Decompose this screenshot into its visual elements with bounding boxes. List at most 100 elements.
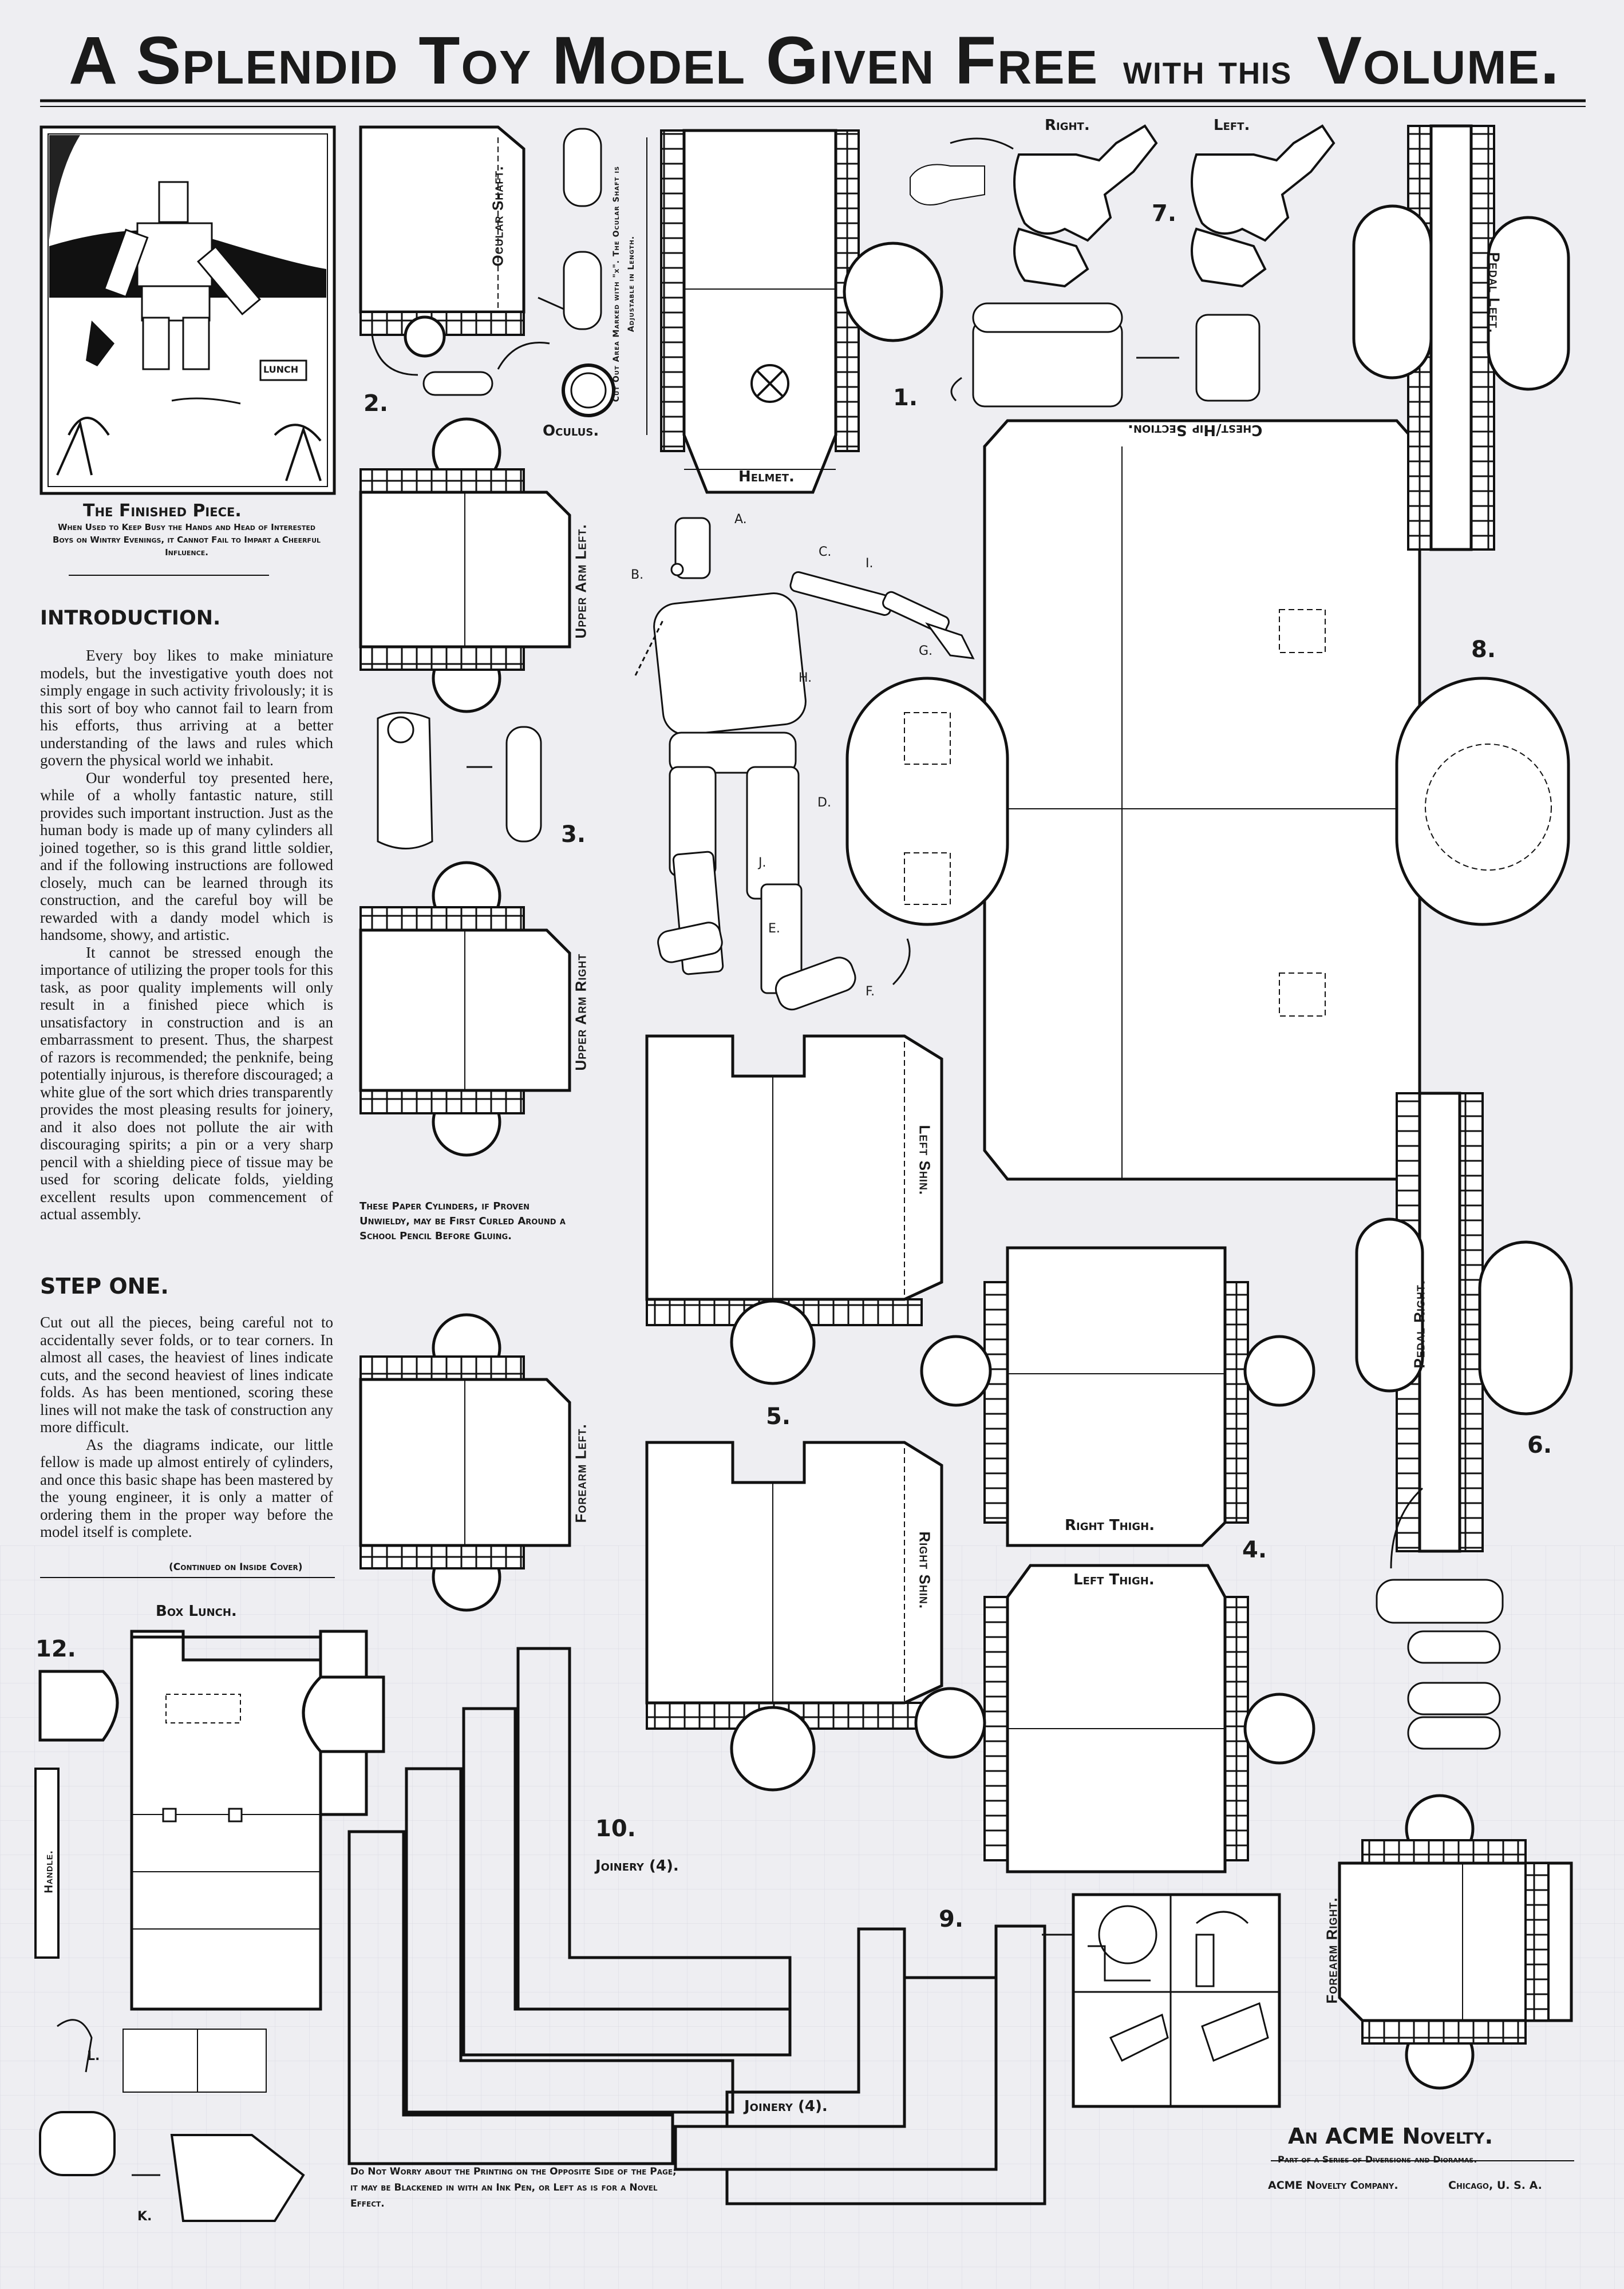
assembly-diagram [634, 517, 975, 1011]
label-ocular-shaft: Ocular Shaft. [489, 164, 507, 267]
piece-joinery-9 [674, 1924, 1046, 2205]
left-shin-text: Left Shin. [916, 1125, 934, 1196]
diagram-letter-b: B. [631, 568, 644, 582]
label-handle: Handle. [42, 1831, 56, 1893]
diagram-letter-e: E. [768, 922, 780, 936]
introduction-body: Every boy likes to make miniature models… [40, 647, 333, 1223]
diagram-letter-k: K. [137, 2209, 152, 2224]
piece-pedal-left [1352, 124, 1570, 551]
number-10: 10. [595, 1816, 636, 1842]
acme-subtitle: Part of a Series of Diversions and Diora… [1278, 2154, 1477, 2165]
piece-pedal-right [1355, 1092, 1573, 1750]
title-part-1: A Splendid Toy Model Given Free [69, 23, 1099, 98]
number-2: 2. [363, 390, 389, 417]
label-box-lunch: Box Lunch. [156, 1603, 237, 1620]
piece-left-thigh [914, 1564, 1315, 1873]
label-left-thigh: Left Thigh. [1073, 1571, 1155, 1588]
piece-chest-hip [845, 419, 1570, 1181]
forearm-right-text: Forearm Right. [1323, 1897, 1341, 2004]
number-12: 12. [35, 1636, 76, 1662]
label-forearm-left: Forearm Left. [572, 1409, 590, 1523]
label-hand-right: Right. [1045, 117, 1090, 134]
label-oculus: Oculus. [543, 422, 599, 440]
piece-hands [910, 124, 1335, 288]
label-joinery-10: Joinery (4). [595, 1857, 679, 1875]
diagram-letter-g: G. [919, 644, 933, 658]
cylinder-diagram [377, 711, 542, 849]
caption-text: When Used to Keep Busy the Hands and Hea… [52, 522, 321, 558]
cylinder-note: These Paper Cylinders, if Proven Unwield… [359, 1200, 566, 1242]
diagram-letter-j: J. [758, 856, 766, 870]
intro-paragraph-3: It cannot be stressed enough the importa… [40, 943, 333, 1223]
step-one-paragraph-2: As the diagrams indicate, our little fel… [40, 1436, 333, 1541]
upper-arm-left-text: Upper Arm Left. [572, 524, 590, 639]
handle-text: Handle. [42, 1850, 56, 1893]
lunch-sign: LUNCH [263, 364, 299, 375]
label-chest-hip: Chest/Hip Section. [1128, 421, 1263, 438]
printing-note: Do Not Worry about the Printing on the O… [350, 2166, 677, 2209]
diagram-letter-a: A. [734, 512, 747, 527]
piece-helmet [646, 129, 943, 494]
page-title: A Splendid Toy Model Given Free with thi… [69, 21, 1560, 100]
label-pedal-right: Pedal Right. [1411, 1243, 1429, 1369]
pedal-left-text: Pedal Left. [1485, 252, 1503, 334]
continued-note: (Continued on Inside Cover) [169, 1561, 303, 1573]
column-rule [40, 1577, 335, 1578]
forearm-left-text: Forearm Left. [572, 1424, 590, 1523]
label-helmet: Helmet. [738, 468, 795, 485]
upper-arm-right-text: Upper Arm Right [572, 953, 590, 1071]
step-one-body: Cut out all the pieces, being careful no… [40, 1314, 333, 1541]
intro-paragraph-1: Every boy likes to make miniature models… [40, 647, 333, 769]
piece-joinery-10 [347, 1647, 792, 2165]
diagram-letter-d: D. [817, 796, 831, 810]
label-upper-arm-left: Upper Arm Left. [572, 524, 590, 639]
piece-ocular-shaft [359, 125, 615, 417]
diagram-letter-c: C. [819, 545, 832, 559]
piece-forearm-left [359, 1313, 571, 1612]
step-one-heading: STEP ONE. [40, 1274, 169, 1299]
label-hand-left: Left. [1214, 117, 1250, 134]
acme-title: An ACME Novelty. [1288, 2124, 1493, 2149]
number-9: 9. [939, 1906, 964, 1932]
pedal-right-text: Pedal Right. [1410, 1279, 1428, 1369]
helmet-note: Cut Out Area Marked with "x". The Ocular… [612, 165, 636, 402]
label-left-shin: Left Shin. [916, 1125, 934, 1217]
number-8: 8. [1471, 637, 1496, 663]
caption-title: The Finished Piece. [83, 501, 242, 521]
number-4: 4. [1242, 1537, 1267, 1563]
ocular-shaft-text: Ocular Shaft. [489, 165, 507, 267]
diagram-letter-h: H. [799, 671, 812, 685]
label-pedal-left: Pedal Left. [1485, 252, 1503, 338]
diagram-letter-f: F. [866, 985, 875, 999]
label-right-shin: Right Shin. [916, 1532, 934, 1623]
label-right-thigh: Right Thigh. [1065, 1517, 1155, 1534]
chest-fold-diagram [950, 302, 1261, 408]
number-3: 3. [561, 821, 586, 848]
piece-right-thigh [920, 1246, 1315, 1547]
piece-upper-arm-right [359, 861, 571, 1157]
label-upper-arm-right: Upper Arm Right [572, 953, 590, 1071]
diagram-letter-l: L. [87, 2049, 100, 2063]
intro-paragraph-2: Our wonderful toy presented here, while … [40, 769, 333, 944]
title-part-3: Volume. [1317, 23, 1560, 98]
piece-forearm-right [1338, 1794, 1573, 2090]
piece-right-shin [645, 1441, 943, 1792]
piece-upper-arm-left [359, 417, 571, 713]
piece-box-lunch [34, 1630, 385, 2222]
title-part-2: with this [1123, 45, 1293, 93]
introduction-heading: INTRODUCTION. [40, 607, 221, 630]
label-forearm-right: Forearm Right. [1323, 1884, 1341, 2004]
piece-left-shin [645, 1034, 943, 1385]
step-one-paragraph-1: Cut out all the pieces, being careful no… [40, 1314, 333, 1436]
finished-piece-illustration [39, 125, 336, 576]
joinery-diagram [1042, 1893, 1281, 2108]
number-6: 6. [1527, 1432, 1552, 1458]
number-1: 1. [893, 385, 918, 411]
diagram-letter-i: I. [866, 556, 874, 571]
label-joinery-9: Joinery (4). [744, 2098, 828, 2115]
number-7: 7. [1152, 200, 1177, 227]
number-5: 5. [766, 1404, 791, 1430]
acme-city: Chicago, U. S. A. [1448, 2179, 1542, 2192]
